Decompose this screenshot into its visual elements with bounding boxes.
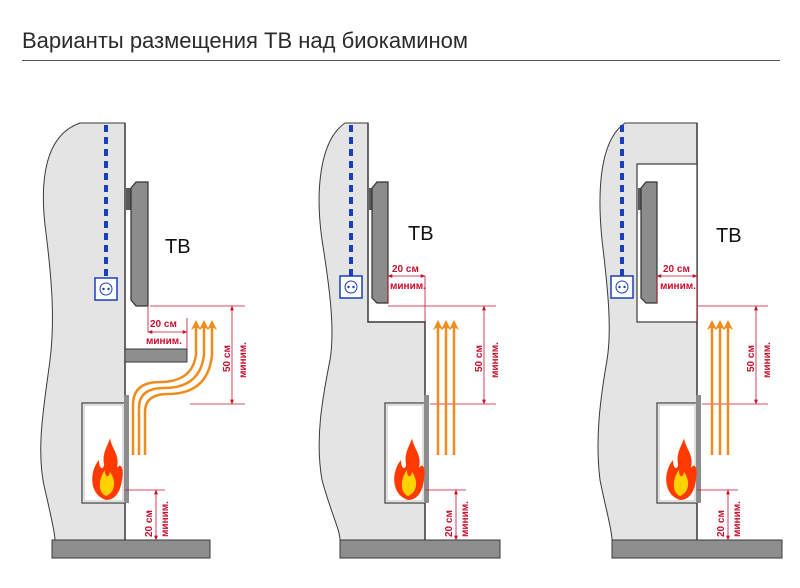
tv-icon xyxy=(638,181,658,304)
height-label: 50 см xyxy=(222,345,233,372)
floor-slab xyxy=(611,539,783,559)
shelf-gap-min-label: миним. xyxy=(146,336,182,347)
variant-shelf: ТВ 20 см миним. 50 см миним. xyxy=(40,122,249,559)
bottom-gap-label: 20 см xyxy=(716,510,727,537)
power-outlet-icon xyxy=(610,275,634,299)
flame-icon xyxy=(92,438,123,500)
bottom-gap-min-label: миним. xyxy=(460,501,471,537)
title-divider xyxy=(22,60,780,61)
niche-gap-label: 20 см xyxy=(663,264,690,275)
variant-step: ТВ 20 см миним. 50 см миним. 20 см xyxy=(318,122,501,559)
height-min-label: миним. xyxy=(762,342,773,378)
heat-arrow-icon xyxy=(433,320,459,455)
floor-slab xyxy=(51,539,211,559)
height-label: 50 см xyxy=(746,345,757,372)
shelf-icon xyxy=(124,348,188,363)
height-min-label: миним. xyxy=(490,342,501,378)
power-outlet-icon xyxy=(339,275,363,299)
bottom-gap-label: 20 см xyxy=(444,510,455,537)
tv-label: ТВ xyxy=(408,223,434,245)
height-label: 50 см xyxy=(474,345,485,372)
height-min-label: миним. xyxy=(238,342,249,378)
tv-icon xyxy=(126,181,149,307)
heat-arrow-icon xyxy=(707,320,733,455)
bottom-gap-min-label: миним. xyxy=(732,501,743,537)
tv-label: ТВ xyxy=(716,225,742,247)
variant-niche: ТВ 20 см миним. 50 см миним. 20 см миним… xyxy=(597,122,783,559)
tv-icon xyxy=(369,181,389,304)
bottom-gap-min-label: миним. xyxy=(160,501,171,537)
tv-label: ТВ xyxy=(165,236,191,258)
shelf-gap-label: 20 см xyxy=(150,319,177,330)
page-title: Варианты размещения ТВ над биокамином xyxy=(22,28,468,53)
flame-icon xyxy=(394,438,425,500)
bottom-gap-label: 20 см xyxy=(144,510,155,537)
flame-icon xyxy=(666,438,697,500)
step-gap-label: 20 см xyxy=(392,264,419,275)
niche-gap-min-label: миним. xyxy=(660,281,696,292)
heat-arrow-icon xyxy=(131,320,217,455)
power-outlet-icon xyxy=(94,277,118,301)
floor-slab xyxy=(339,539,501,559)
step-gap-min-label: миним. xyxy=(390,281,426,292)
